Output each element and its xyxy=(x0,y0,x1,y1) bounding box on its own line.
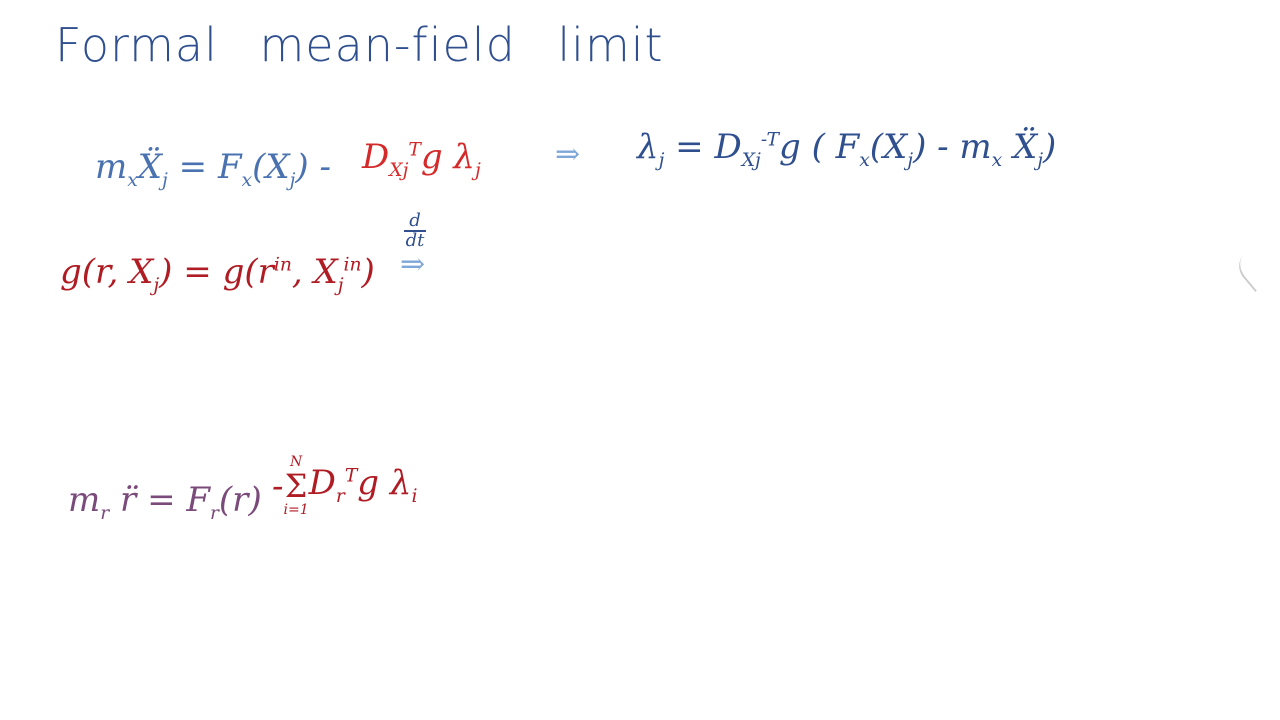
force-symbol: F xyxy=(186,480,210,520)
equals-sign: = xyxy=(178,147,208,187)
equation-newton-rigid: mr r̈ = Fr(r) xyxy=(68,483,262,524)
lambda-symbol: λ xyxy=(453,137,475,177)
subscript: j xyxy=(153,274,160,296)
equation-constraint: g(r, Xj) = g(rin, Xjin) xyxy=(60,255,375,296)
superscript: -T xyxy=(760,129,779,151)
force-arg: (X xyxy=(252,147,290,187)
superscript: in xyxy=(343,254,362,276)
force-arg: (X xyxy=(869,127,908,167)
pen-stroke-mark xyxy=(1232,243,1280,293)
jacobian-symbol: D xyxy=(362,137,390,177)
subscript: x xyxy=(127,169,138,191)
mass-symbol: m xyxy=(95,147,128,187)
ddt-numerator: d xyxy=(409,210,421,231)
constraint-lhs: g(r, X xyxy=(60,252,154,292)
equals-sign: = xyxy=(183,252,212,292)
constraint-rhs-arg: , X xyxy=(291,252,338,292)
subscript: x xyxy=(859,149,870,171)
superscript: in xyxy=(273,254,292,276)
accel-symbol: Ẍ xyxy=(1013,127,1038,167)
minus-sign: - xyxy=(319,147,331,187)
constraint-force-term: DXjTg λj xyxy=(362,140,481,181)
subscript: j xyxy=(907,149,914,171)
subscript: r xyxy=(209,502,219,524)
lambda-symbol: λ xyxy=(637,127,659,167)
subscript: j xyxy=(1037,149,1044,171)
subscript: j xyxy=(474,159,481,181)
accel-symbol: r̈ xyxy=(120,480,137,520)
constraint-rhs: g(r xyxy=(222,252,274,292)
ddt-denominator: dt xyxy=(405,230,425,251)
page-title: Formal mean-field limit xyxy=(55,18,664,72)
accel-symbol: Ẍ xyxy=(137,147,163,187)
equals-sign: = xyxy=(147,480,176,520)
paren: ) xyxy=(295,147,309,187)
implies-arrow-icon: ⇒ xyxy=(400,247,426,282)
minus-sign: - xyxy=(272,466,284,507)
force-symbol: F xyxy=(217,147,242,187)
jacobian-symbol: D xyxy=(714,127,742,167)
force-symbol: ( F xyxy=(811,127,860,167)
subscript: r xyxy=(100,502,110,524)
equation-newton-particle: mxẌj = Fx(Xj) - xyxy=(95,150,331,191)
sum-icon: Σ xyxy=(284,466,308,505)
paren: ) xyxy=(361,252,375,292)
subscript: r xyxy=(335,486,345,508)
mass-symbol: m xyxy=(68,480,101,520)
subscript: x xyxy=(991,149,1003,171)
subscript: j xyxy=(337,274,344,296)
sum-upper-limit: N xyxy=(289,454,303,470)
implies-arrow-icon: ⇒ xyxy=(555,137,581,172)
subscript: Xj xyxy=(389,159,409,181)
g-symbol: g xyxy=(778,127,801,167)
superscript: T xyxy=(408,139,421,161)
g-symbol: g xyxy=(420,137,443,177)
subscript: Xj xyxy=(741,149,761,171)
lambda-symbol: λ xyxy=(389,463,412,504)
subscript: j xyxy=(162,169,168,191)
mass-term: ) - m xyxy=(913,127,992,167)
superscript: T xyxy=(344,465,358,487)
paren: ) xyxy=(159,252,173,292)
sum-lower-limit: i=1 xyxy=(283,502,309,519)
jacobian-symbol: D xyxy=(308,463,336,504)
subscript: i xyxy=(411,486,418,508)
paren: ) xyxy=(1043,127,1057,167)
subscript: x xyxy=(241,169,253,191)
g-symbol: g xyxy=(357,463,380,504)
equals-sign: = xyxy=(675,127,704,167)
subscript: j xyxy=(658,149,665,171)
equation-lambda: λj = DXj-Tg ( Fx(Xj) - mx Ẍj) xyxy=(637,130,1056,171)
subscript: j xyxy=(289,169,296,191)
force-arg: (r) xyxy=(218,480,262,520)
